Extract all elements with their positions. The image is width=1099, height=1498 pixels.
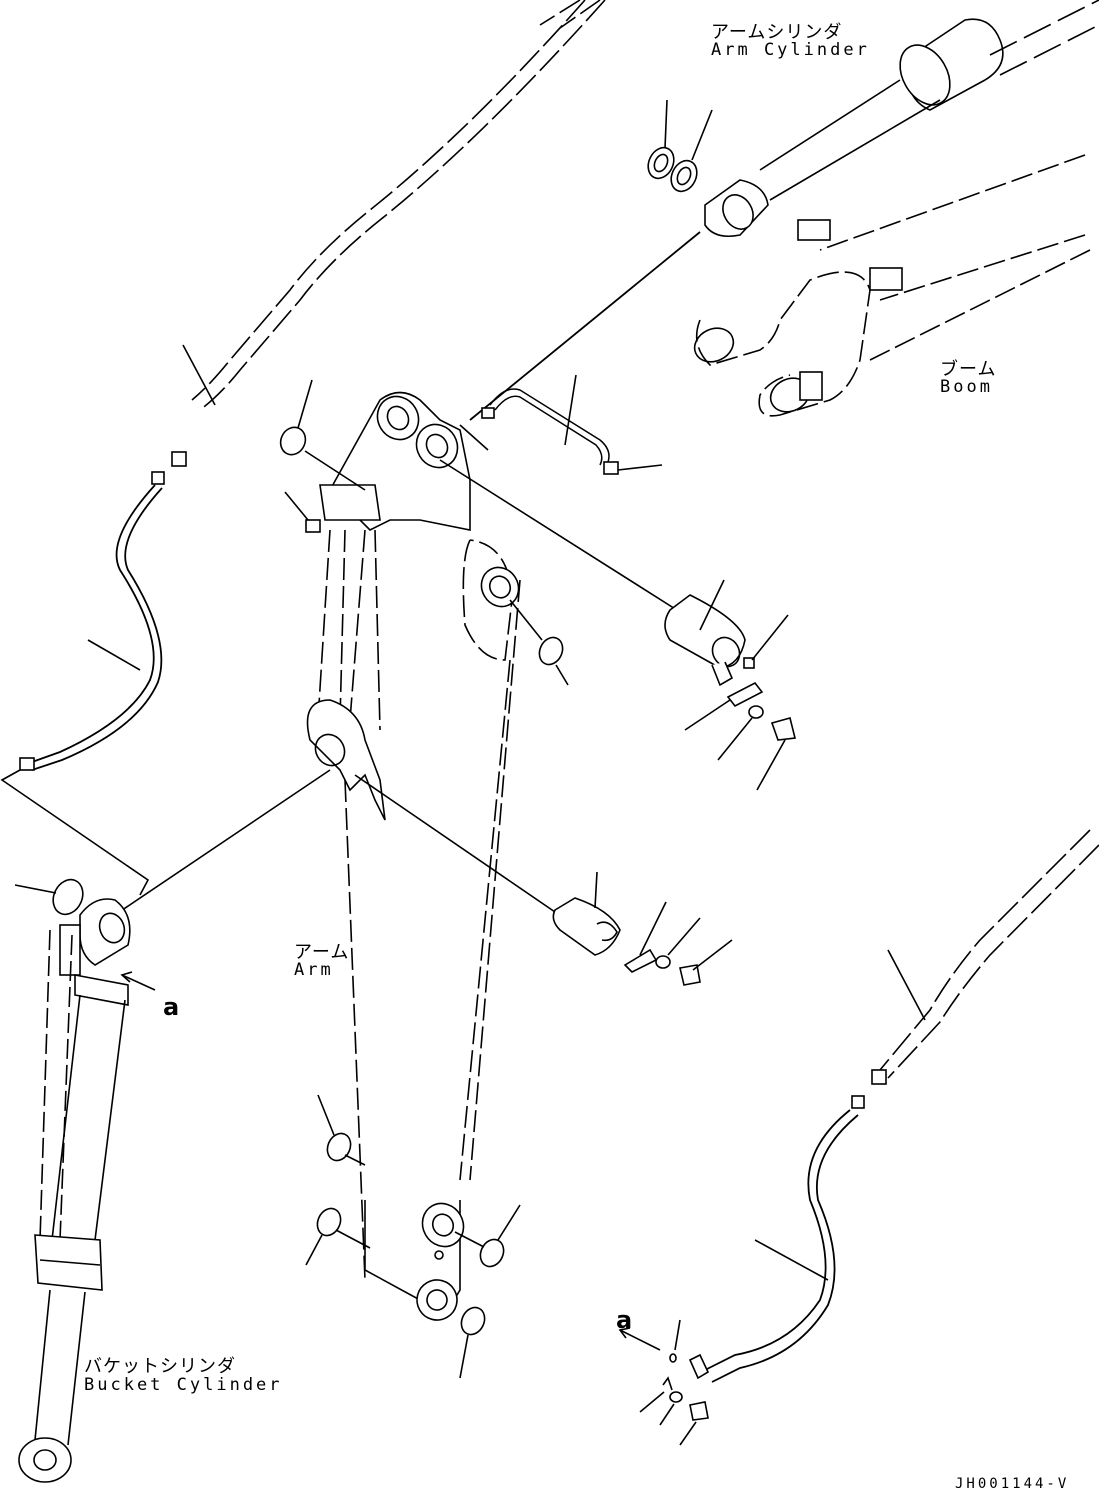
bucket-cylinder-label-en: Bucket Cylinder (84, 1375, 283, 1395)
boom-label-jp: ブーム (940, 359, 997, 380)
upper-pin (439, 459, 796, 791)
detail-marker-lower: a (616, 1306, 633, 1334)
arm-cylinder-label-en: Arm Cylinder (711, 40, 870, 60)
boom-brackets (797, 219, 903, 401)
lower-pin (99, 769, 733, 986)
arm-label-jp: アーム (294, 942, 350, 963)
bucket-cylinder (14, 878, 156, 1483)
bucket-cylinder-label-jp: バケットシリンダ (84, 1356, 236, 1377)
arm-cylinder (469, 0, 1099, 421)
arm-seals (279, 379, 569, 1379)
arm-label-en: Arm (294, 960, 334, 980)
detail-marker-upper: a (163, 993, 180, 1021)
upper-hose (0, 0, 606, 896)
arm-cylinder-shims (647, 99, 713, 193)
arm (306, 391, 521, 1321)
grease-fittings (284, 374, 663, 533)
boom-label-en: Boom (940, 377, 993, 397)
lower-hose (618, 829, 1099, 1446)
arm-cylinder-label-jp: アームシリンダ (711, 22, 843, 43)
drawing-code: JH001144-V (955, 1476, 1070, 1492)
